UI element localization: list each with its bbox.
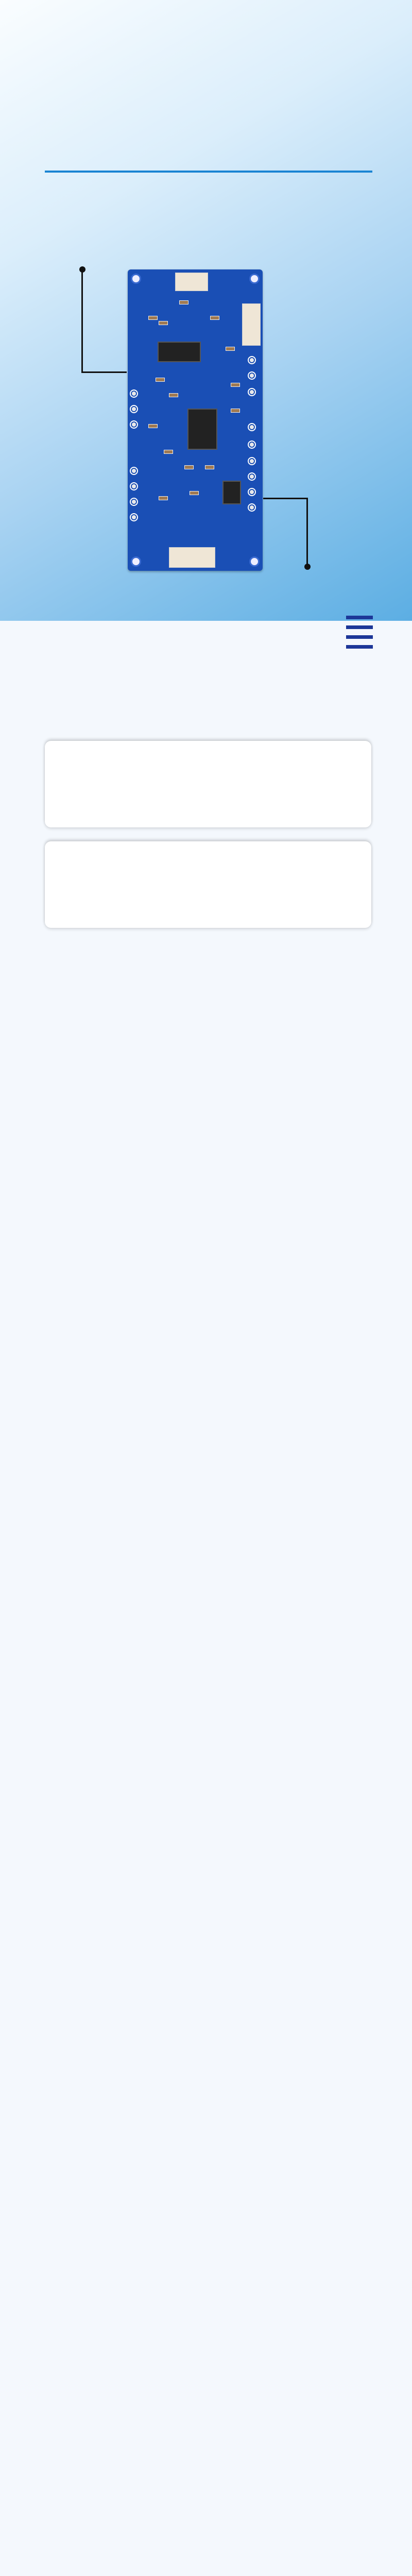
hero-banner xyxy=(0,0,412,621)
pcb-photo xyxy=(128,269,263,571)
leader-line xyxy=(263,498,307,499)
leader-line xyxy=(306,498,308,567)
hero-divider xyxy=(45,171,372,173)
feature-card xyxy=(45,741,371,827)
feature-card xyxy=(45,841,371,928)
menu-icon[interactable] xyxy=(346,616,373,650)
leader-line xyxy=(81,269,83,372)
leader-dot xyxy=(304,564,311,570)
leader-line xyxy=(81,371,127,373)
